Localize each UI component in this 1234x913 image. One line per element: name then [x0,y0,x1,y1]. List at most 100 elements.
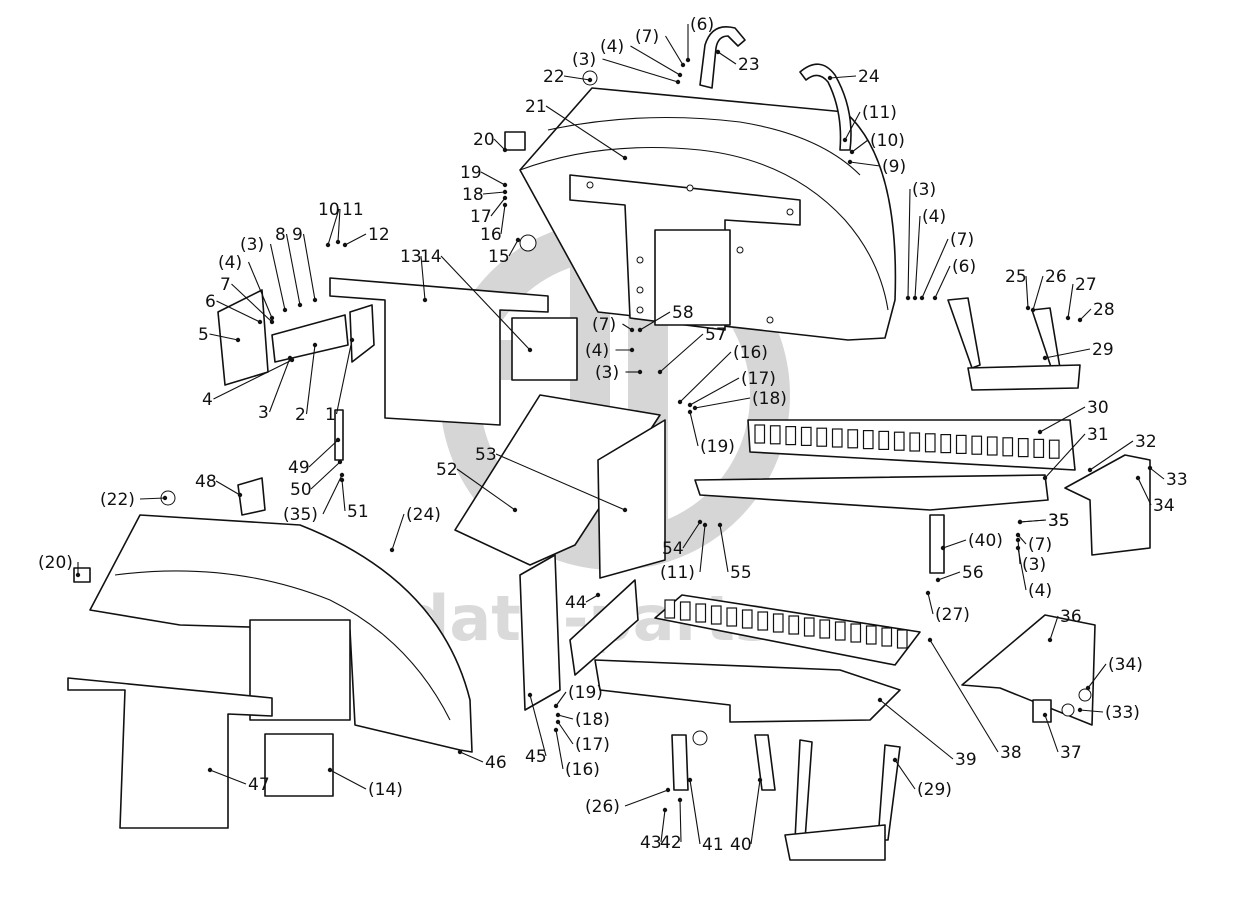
leader-line [1032,275,1044,311]
hardware-point [555,719,561,725]
hardware-point [553,727,559,733]
leader-line [268,357,291,413]
hardware-point [932,295,938,301]
mounting-hole [686,184,694,192]
part-label: 13 [400,247,422,267]
leader-line [1067,283,1074,319]
hardware-point [235,337,241,343]
floor-tread [909,432,921,452]
leader-line [322,474,343,515]
hardware-point [629,327,635,333]
part-label: 42 [660,833,682,853]
leader-line [555,691,567,707]
leader-line [1044,348,1091,359]
part-label: 38 [1000,743,1022,763]
part-label: 49 [288,458,310,478]
leader-line [630,45,681,76]
part-label: 31 [1087,425,1109,445]
floor-tread [664,599,676,619]
part-label: (19) [700,437,735,457]
part-label: (10) [870,131,905,151]
part-label: (3) [912,180,936,200]
part-label: (16) [565,760,600,780]
hardware-point [1077,317,1083,323]
floor-tread [881,627,893,647]
hardware-point [697,519,703,525]
hardware-point [257,319,263,325]
leader-line [639,311,671,331]
hardware-point [687,402,693,408]
floor-tread [862,430,874,450]
part-label: (9) [882,157,906,177]
hardware-point [842,137,848,143]
floor-tread [819,619,831,639]
part-label: 52 [436,460,458,480]
hardware-point [622,507,628,513]
floor-tread [1033,438,1045,458]
hardware-point [269,315,275,321]
floor-tread [896,629,908,649]
floor-tread [803,617,815,637]
leader-line [231,283,273,323]
hardware-point [687,409,693,415]
hardware-point [339,477,345,483]
part-label: 45 [525,747,547,767]
floor-tread [679,601,691,621]
leader-line [1087,663,1107,689]
leader-line [719,524,729,573]
hardware-point [935,577,941,583]
hardware-point [1037,429,1043,435]
hardware-point [1065,315,1071,321]
hardware-point [337,459,343,465]
hardware-point [389,547,395,553]
part-label: 16 [480,225,502,245]
leader-line [209,769,247,785]
leader-line [459,751,484,763]
leader-line [1044,714,1059,753]
leader-line [557,721,574,745]
hardware-point [680,62,686,68]
step-29-upper [947,297,1081,391]
hardware-point [1017,519,1023,525]
part-label: (4) [922,207,946,227]
bracket-36 [961,614,1096,726]
leader-line [682,521,701,549]
part-label: 43 [640,833,662,853]
part-label: 47 [248,775,270,795]
part-label: 23 [738,55,760,75]
hardware-point [515,237,521,243]
leader-line [305,344,316,415]
part-label: (20) [38,553,73,573]
leader-line [337,208,341,243]
part-label: 57 [705,325,727,345]
hardware-point [502,195,508,201]
hardware-point [75,572,81,578]
mounting-hole [636,286,644,294]
leader-line [1019,519,1047,523]
hardware-point [457,749,463,755]
bracket-group-left [217,289,375,386]
leader-line [391,513,405,551]
hardware-point [502,189,508,195]
leader-line [420,255,426,301]
part-label: (27) [935,605,970,625]
hardware-point [692,405,698,411]
leader-line [851,139,869,153]
part-label: (7) [592,315,616,335]
leader-line [555,729,564,770]
hardware-point [502,182,508,188]
hardware-point [1087,467,1093,473]
floor-tread [800,426,812,446]
hardware-point [502,147,508,153]
hardware-point [629,347,635,353]
floor-tread [940,434,952,454]
part-label: 12 [368,225,390,245]
hardware-point [847,159,853,165]
hardware-point [527,347,533,353]
leader-line [545,105,626,159]
part-label: 18 [462,185,484,205]
leader-line [1149,467,1165,480]
hardware-point [715,49,721,55]
part-label: 19 [460,163,482,183]
hardware-point [269,319,275,325]
